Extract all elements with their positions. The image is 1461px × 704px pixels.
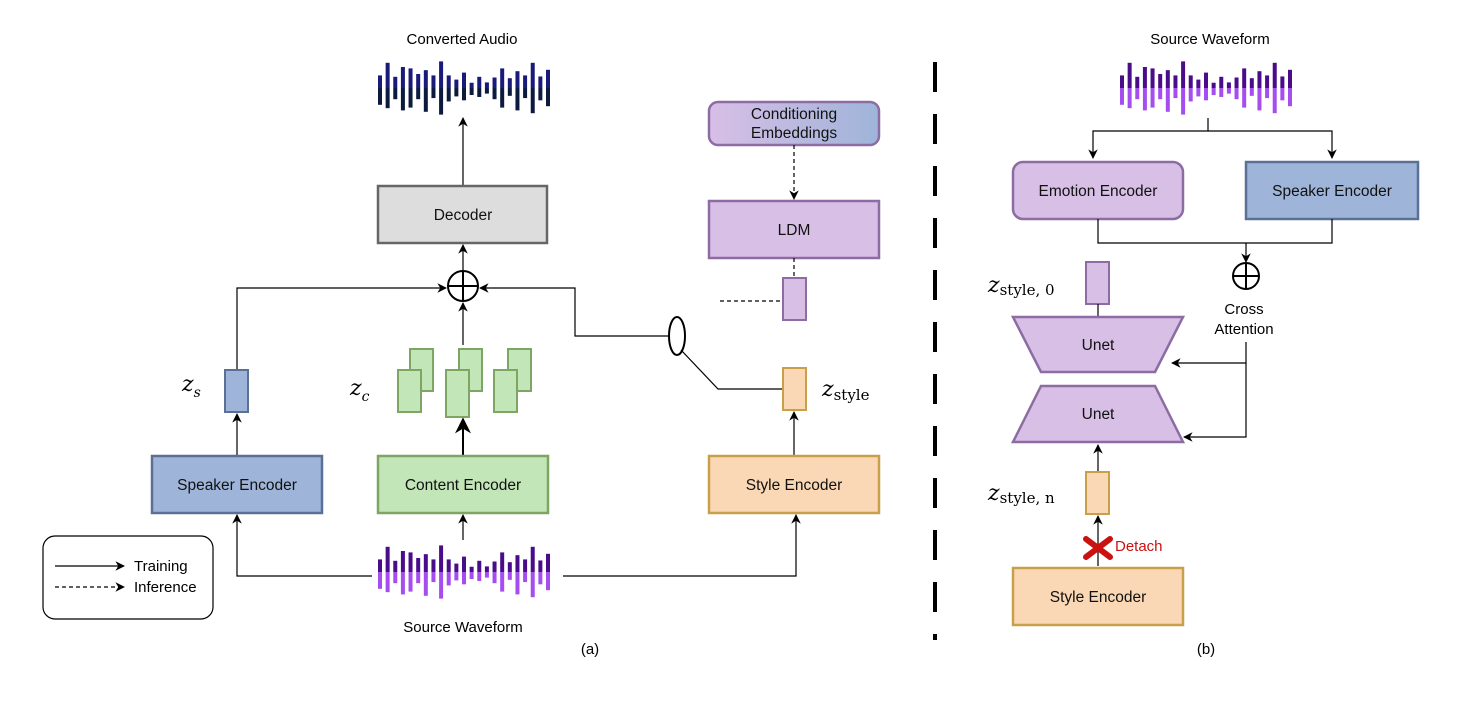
style-encoder-label: Style Encoder — [746, 477, 843, 494]
detach-x-icon — [1083, 536, 1113, 560]
sum-operator-b-icon — [1232, 262, 1260, 290]
cross-attention-to-unet-bottom-arrow — [1183, 363, 1247, 442]
content-encoder-box — [376, 454, 550, 515]
caption-b: (b) — [1197, 641, 1215, 658]
zstyle0-block — [1085, 261, 1110, 305]
source-waveform-icon — [378, 545, 550, 599]
style-encoder-box — [707, 454, 881, 515]
decoder-label: Decoder — [434, 207, 493, 224]
conditioning-line2: Embeddings — [751, 125, 837, 142]
emotion-encoder-label: Emotion Encoder — [1039, 183, 1158, 200]
speaker-encoder-label: Speaker Encoder — [177, 477, 297, 494]
speaker-to-sum-arrow — [236, 283, 447, 370]
ldm-latent-block — [782, 277, 807, 321]
ldm-box — [707, 199, 881, 260]
unet-top-label: Unet — [1082, 337, 1115, 354]
cross-attention-line1: Cross — [1224, 301, 1263, 318]
zc-blocks — [397, 348, 532, 418]
cross-attention-to-unet-top-arrow — [1171, 342, 1247, 368]
zstylen-symbol: zstyle, n — [987, 481, 1055, 507]
style-switch-icon — [668, 316, 686, 356]
converted-audio-waveform-icon — [378, 61, 550, 115]
content-encoder-label: Content Encoder — [405, 477, 521, 494]
legend-box — [42, 535, 214, 620]
detach-label: Detach — [1115, 538, 1163, 555]
unet-top-shape — [1010, 315, 1186, 374]
zstyle-block — [782, 367, 807, 411]
style-encoder-b-label: Style Encoder — [1050, 589, 1147, 606]
speaker-encoder-box — [150, 454, 324, 515]
converted-audio-label: Converted Audio — [407, 31, 518, 48]
source-to-speaker-arrow — [232, 514, 372, 577]
style-to-sum-arrow — [479, 283, 677, 337]
cross-attention-line2: Attention — [1214, 321, 1273, 338]
zc-symbol: zc — [349, 376, 370, 405]
zstylen-block — [1085, 471, 1110, 515]
encoders-merge-line — [1097, 219, 1333, 244]
speaker-encoder-b-box — [1244, 160, 1420, 221]
style-encoder-b-box — [1011, 566, 1185, 627]
legend-training-label: Training — [134, 558, 188, 575]
panel-b: Source Waveform Emotion Encoder Speaker … — [987, 31, 1420, 658]
source-waveform-label-b: Source Waveform — [1150, 31, 1269, 48]
source-waveform-label: Source Waveform — [403, 619, 522, 636]
zs-symbol: zs — [181, 372, 201, 401]
source-to-style-arrow — [563, 514, 801, 577]
legend-inference-label: Inference — [134, 579, 197, 596]
zstyle0-symbol: zstyle, 0 — [987, 273, 1055, 299]
panel-a: Converted Audio Decoder Conditioning Emb… — [42, 31, 881, 658]
speaker-encoder-b-label: Speaker Encoder — [1272, 183, 1392, 200]
source-waveform-b-icon — [1120, 61, 1292, 115]
zstyle-symbol: zstyle — [821, 377, 870, 404]
source-to-speaker-b-arrow — [1208, 130, 1337, 159]
zs-block — [224, 369, 249, 413]
source-to-emotion-arrow — [1088, 118, 1209, 159]
sum-operator-icon — [447, 270, 479, 302]
ldm-label: LDM — [778, 222, 811, 239]
conditioning-line1: Conditioning — [751, 106, 837, 123]
unet-bottom-label: Unet — [1082, 406, 1115, 423]
unet-bottom-shape — [1010, 384, 1186, 444]
caption-a: (a) — [581, 641, 599, 658]
switch-to-zstyle-line — [680, 349, 782, 390]
decoder-box — [376, 184, 549, 245]
